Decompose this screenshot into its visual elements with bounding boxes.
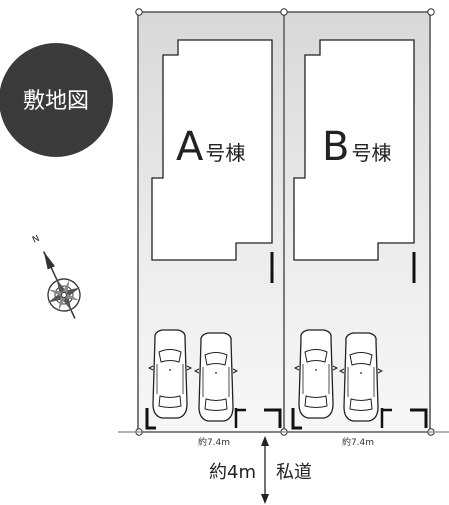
building-footprint-a [151,39,273,261]
building-footprint-b [293,39,415,261]
car-icon [194,332,238,422]
road-type-label: 私道 [276,462,312,483]
site-map-badge: 敷地図 [0,43,113,157]
car-icon [294,329,338,419]
frontage-a: 約7.4m [198,436,230,448]
car-icon [148,329,192,419]
badge-label: 敷地図 [23,89,89,114]
compass-rose-icon: N [31,234,81,319]
road-width-arrow [261,436,269,504]
road-width-label: 約4m [209,462,256,483]
frontage-b: 約7.4m [342,436,374,448]
north-label: N [31,234,41,246]
car-icon [339,332,383,422]
